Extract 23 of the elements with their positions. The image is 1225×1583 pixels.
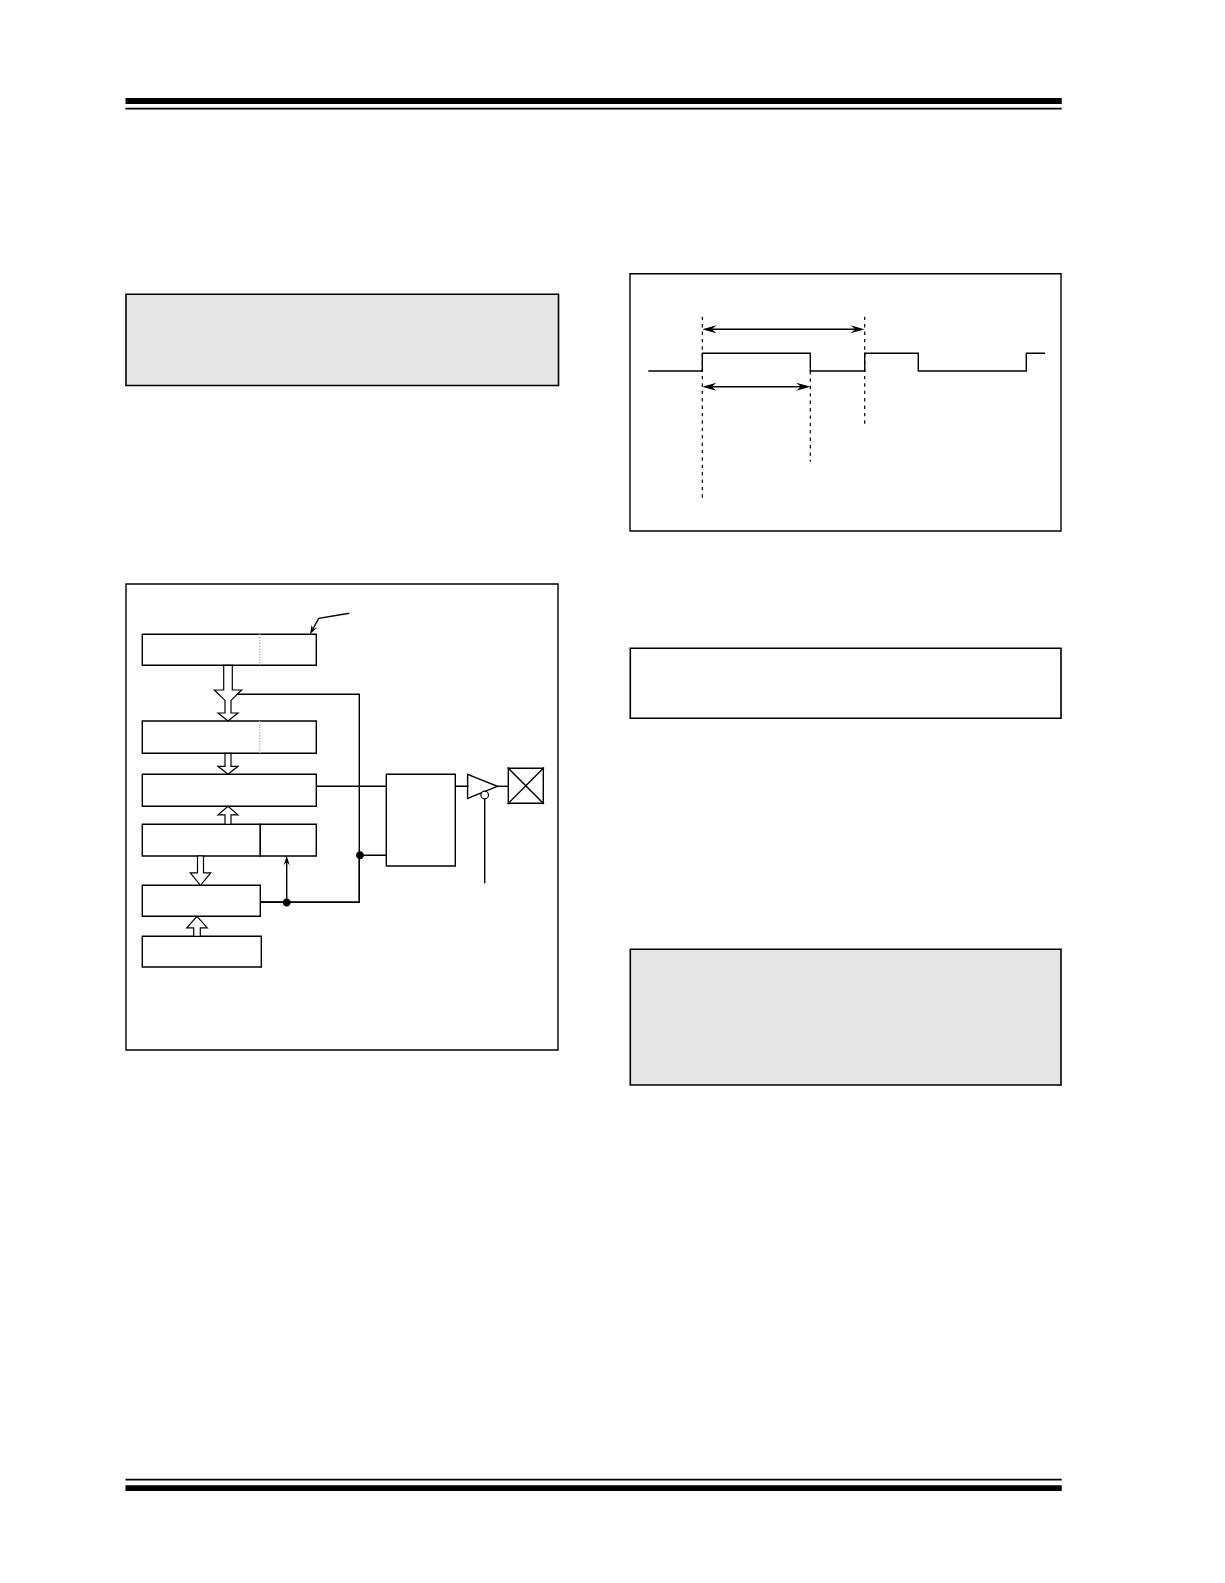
block-box	[141, 823, 261, 857]
connector-line	[484, 798, 486, 884]
note-box	[125, 293, 560, 387]
block-box	[259, 823, 317, 857]
buffer-symbol	[466, 773, 500, 800]
block-box	[141, 935, 262, 968]
connector-line	[236, 693, 360, 903]
connector-line	[315, 785, 387, 787]
logic-block	[385, 773, 456, 867]
bus-arrow	[185, 915, 209, 937]
block-box	[141, 884, 261, 917]
block-box	[141, 720, 317, 754]
bus-arrow	[189, 855, 212, 887]
crossed-box	[506, 766, 545, 805]
block-box	[141, 773, 317, 807]
bus-arrow	[216, 752, 240, 776]
framed-box	[629, 647, 1062, 720]
bus-arrow	[216, 805, 240, 825]
connector-line	[454, 785, 469, 787]
bus-arrow	[212, 664, 244, 722]
connector-line	[496, 785, 509, 787]
block-box	[141, 633, 317, 666]
note-box	[629, 948, 1062, 1086]
